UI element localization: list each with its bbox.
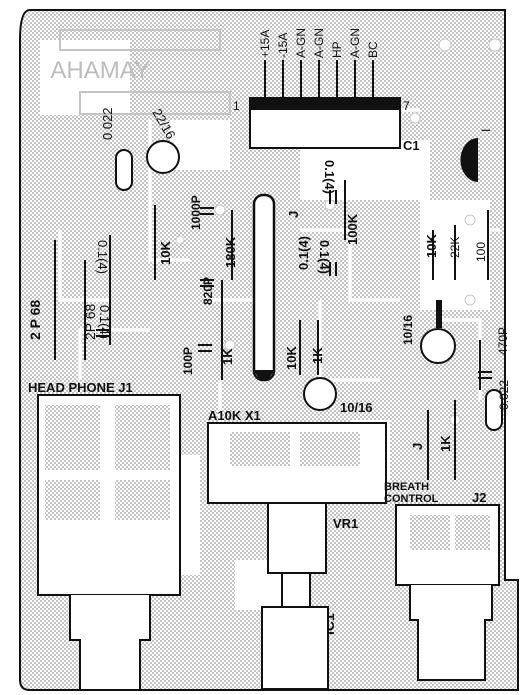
ghost-marks [59, 29, 231, 115]
label-r-10k-b: 10K [284, 346, 299, 370]
ic1-body [252, 193, 276, 382]
connector-c1-header-bar [250, 98, 400, 110]
label-c-01-e: 0.1(4) [97, 305, 112, 339]
connector-pin-label: A-GN [294, 28, 308, 58]
breath-control-j2: BREATH CONTROL J2 [384, 481, 500, 681]
component-leads [54, 180, 489, 480]
label-c-10-16-b: 10/16 [401, 315, 415, 345]
label-r-1k-a: 1K [220, 348, 235, 365]
j2-plug [409, 585, 493, 681]
headphone-jack-j1: HEAD PHONE J1 [28, 380, 181, 691]
label-c-01-c: 0.1(4) [296, 236, 311, 270]
capacitors-round [146, 140, 456, 411]
label-r-2p68-a: 2 P 68 [27, 300, 43, 340]
j2-label: J2 [472, 490, 486, 505]
vr1-shaft-base [267, 502, 327, 574]
label-c-1000p: 1000P [189, 195, 203, 230]
connector-pin-first: 1 [233, 99, 240, 113]
label-c-01-d: 0.1(4) [95, 240, 110, 274]
transistor: I [460, 129, 493, 183]
label-c-820p: 820P [201, 277, 215, 305]
vr1-knob [261, 606, 329, 690]
label-r-100: 100 [474, 242, 488, 262]
label-r-180k: 180K [223, 236, 238, 268]
label-c-0022-top: 0.022 [100, 107, 115, 140]
label-r-1k-c: 1K [438, 435, 453, 452]
vr-value-label: A10K X1 [208, 408, 261, 423]
connector-pin-labels: +15A -15A A-GN A-GN HP A-GN BC [258, 28, 380, 58]
j1-plug-barrel [69, 595, 151, 691]
connector-pin-label: HP [330, 41, 344, 58]
cap-0022-top [115, 149, 133, 191]
connector-pin-label: -15A [276, 33, 290, 58]
transistor-mark: I [479, 129, 493, 132]
label-r-10k-a: 10K [158, 241, 173, 265]
mirrored-brand-text: YAMAHA [50, 57, 150, 84]
vr-ref-label: VR1 [333, 516, 358, 531]
connector-pin-label: A-GN [348, 28, 362, 58]
vr1-shaft [281, 572, 311, 608]
label-c-01-b: 0.1(4) [317, 240, 332, 274]
label-c-470p: 470P [496, 327, 510, 355]
connector-pin-last: 7 [403, 99, 410, 113]
label-jumper-b: J [410, 443, 425, 450]
label-c-01-a: 0.1(4) [322, 160, 337, 194]
label-c-10-16-a: 10/16 [340, 400, 373, 415]
volume-pot-vr1: A10K X1 VR1 [207, 408, 387, 690]
cap-10-16-lead [436, 300, 442, 328]
breath-label-line2: CONTROL [384, 493, 439, 505]
label-r-100k: 100K [345, 213, 360, 245]
ceramic-cap-symbols [96, 190, 492, 379]
connector-c1: +15A -15A A-GN A-GN HP A-GN BC 1 7 C1 [233, 28, 420, 153]
cap-0022-bottom [485, 389, 503, 431]
component-labels: 0.022 22/16 1000P 0.1(4) 10K 180K 820P J… [27, 106, 511, 452]
connector-pin-label: BC [366, 41, 380, 58]
connector-ref-label: C1 [403, 138, 420, 153]
headphone-label: HEAD PHONE J1 [28, 380, 133, 395]
label-c-100p: 100P [181, 347, 195, 375]
connector-pin-leads [264, 60, 374, 98]
label-r-1k-b: 1K [310, 347, 325, 364]
label-r-2p68-b: 2P 68 [82, 303, 98, 340]
label-jumper-a: J [286, 211, 301, 218]
label-c-0022-b: 0.022 [497, 380, 511, 410]
connector-pin-label: +15A [258, 30, 272, 58]
transistor-body [460, 138, 479, 183]
label-r-10k-c: 10K [424, 234, 439, 258]
connector-pin-label: A-GN [312, 28, 326, 58]
breath-label-line1: BREATH [384, 481, 429, 493]
label-r-22k: 22K [448, 237, 462, 258]
ic1-pin1-mark [254, 370, 274, 381]
